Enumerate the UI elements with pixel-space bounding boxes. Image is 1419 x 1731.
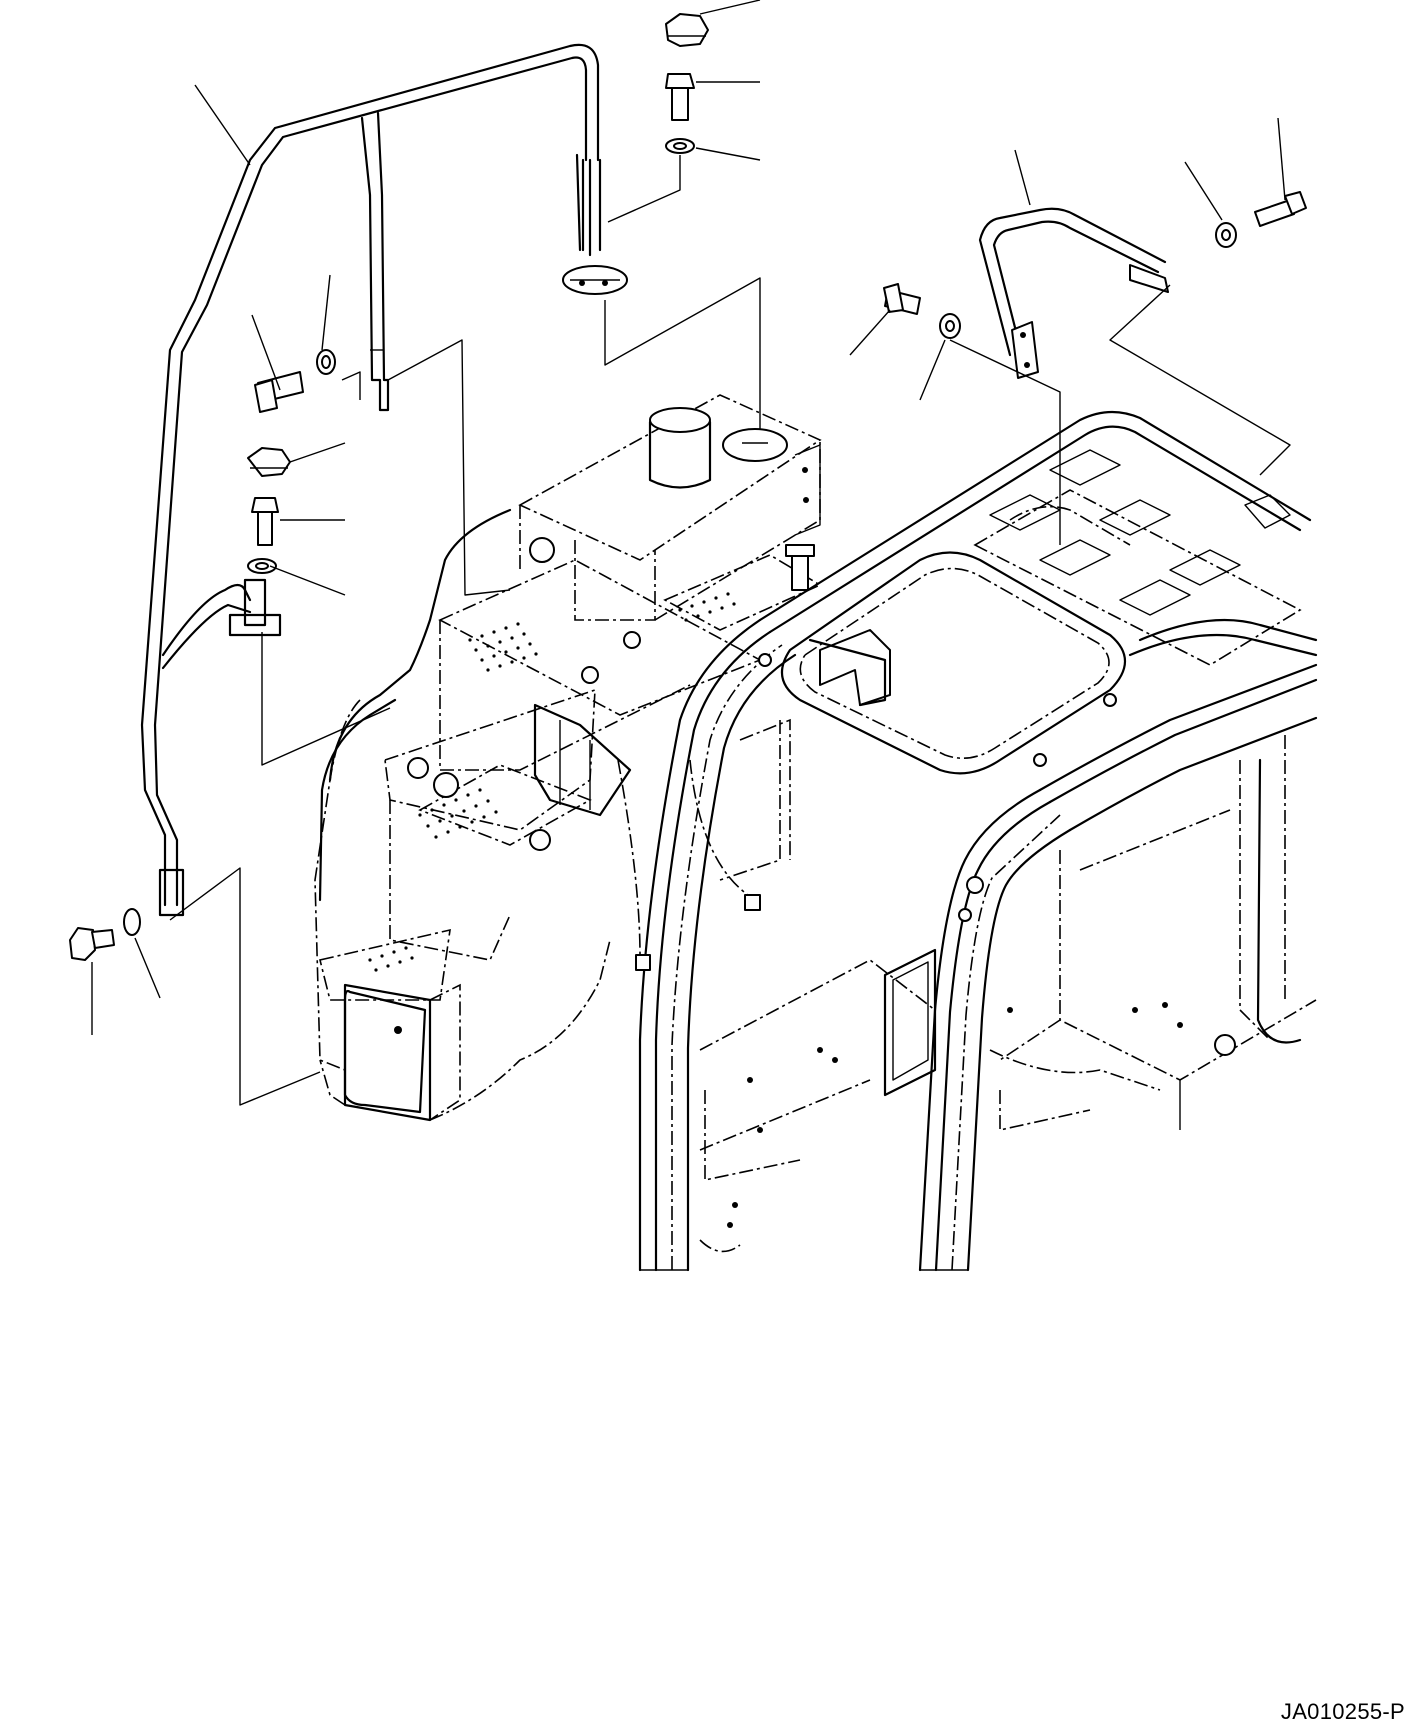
figure-reference-code: JA010255-P <box>1280 1699 1405 1724</box>
operator-cab <box>638 410 1318 1272</box>
fastener-set-left <box>69 13 709 961</box>
left-handrail <box>140 43 628 917</box>
perforation-pattern <box>368 592 736 972</box>
leader-lines <box>91 0 1291 1106</box>
fender-steps <box>314 508 736 1122</box>
hydraulic-tank <box>438 394 822 716</box>
roof-slots <box>989 449 1241 616</box>
right-handrail <box>883 191 1307 379</box>
misc-fittings <box>617 544 815 971</box>
